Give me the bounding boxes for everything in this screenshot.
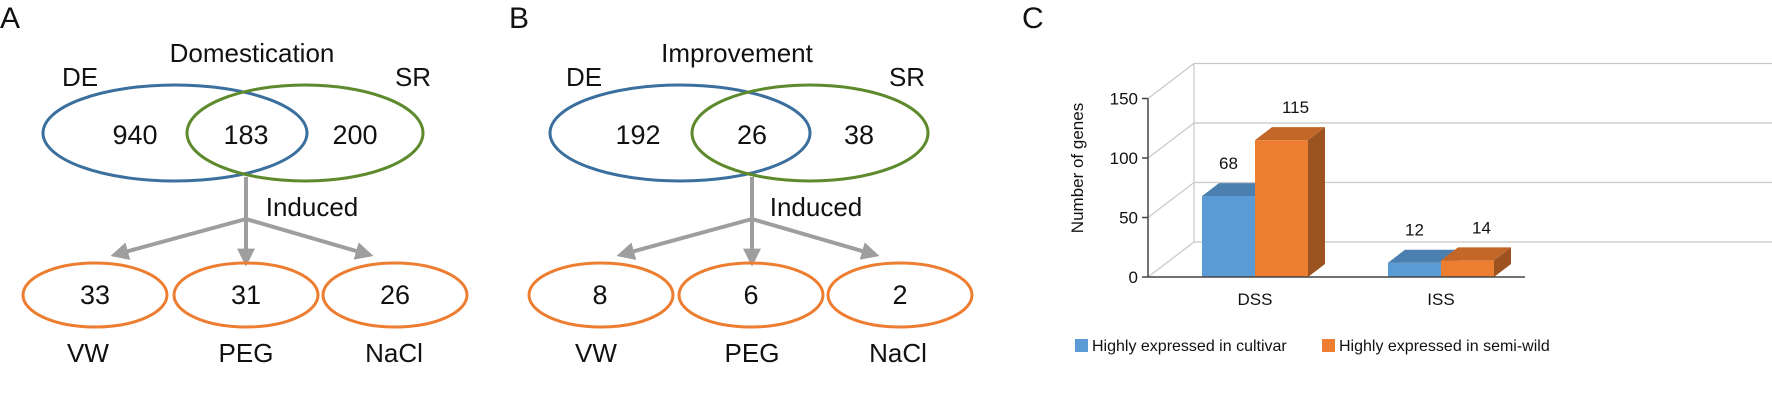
induced-circle-vw <box>527 261 675 329</box>
arrow-to-vw <box>616 217 753 260</box>
induced-circle-peg <box>677 261 825 329</box>
venn-circle-de <box>41 83 309 183</box>
panel-a: A Domestication DE SR 940 183 200 Induce… <box>0 2 469 368</box>
data-label: 12 <box>1405 221 1424 240</box>
y-tick-label: 0 <box>1129 268 1138 287</box>
induced-vw-count: 33 <box>80 280 110 310</box>
venn-right-only-count: 38 <box>844 120 874 150</box>
legend-swatch-cultivar <box>1075 339 1088 352</box>
panel-b: B Improvement DE SR 192 26 38 Induced 8 … <box>509 2 974 368</box>
venn-overlap-count: 26 <box>737 120 767 150</box>
venn-right-label: SR <box>395 62 431 92</box>
condition-label-vw: VW <box>575 338 617 368</box>
induced-label: Induced <box>266 192 359 222</box>
bar-semiwild-dss <box>1255 140 1308 277</box>
induced-circle-peg <box>172 261 320 329</box>
bar-top-face <box>1202 183 1272 197</box>
bar-cultivar-dss <box>1202 196 1255 277</box>
legend-swatch-semiwild <box>1322 339 1335 352</box>
bar-top-face <box>1441 247 1511 261</box>
condition-label-vw: VW <box>67 338 109 368</box>
bar-side-face <box>1308 127 1325 278</box>
induced-peg-count: 6 <box>743 280 758 310</box>
condition-label-nacl: NaCl <box>365 338 423 368</box>
venn-overlap-count: 183 <box>223 120 268 150</box>
venn-left-label: DE <box>62 62 98 92</box>
venn-circle-sr <box>185 83 425 183</box>
condition-label-nacl: NaCl <box>869 338 927 368</box>
induced-circle-nacl <box>321 261 469 329</box>
data-label: 68 <box>1219 154 1238 173</box>
data-label: 115 <box>1282 98 1309 117</box>
venn-circle-de <box>548 83 812 183</box>
venn-right-only-count: 200 <box>332 120 377 150</box>
induced-circle-vw <box>21 261 169 329</box>
panel-letter-c: C <box>1022 2 1044 35</box>
panel-letter-a: A <box>0 2 20 35</box>
condition-label-peg: PEG <box>219 338 274 368</box>
induced-peg-count: 31 <box>231 280 261 310</box>
venn-left-only-count: 940 <box>112 120 157 150</box>
gridline-depth <box>1147 241 1195 278</box>
bar-semiwild-iss <box>1441 260 1494 277</box>
legend-label-semiwild: Highly expressed in semi-wild <box>1339 338 1550 355</box>
bar-top-face <box>1255 127 1325 141</box>
venn-title: Domestication <box>170 38 335 68</box>
venn-right-label: SR <box>889 62 925 92</box>
y-tick-label: 100 <box>1110 149 1138 168</box>
arrow-to-nacl <box>245 217 374 260</box>
chart-legend: Highly expressed in cultivar Highly expre… <box>1075 338 1550 355</box>
induced-circle-nacl <box>826 261 974 329</box>
bar-side-face <box>1494 247 1511 277</box>
gridline-depth <box>1147 182 1195 218</box>
panel-letter-b: B <box>509 2 529 35</box>
venn-circle-sr <box>690 83 930 183</box>
bar-top-face <box>1388 249 1458 263</box>
arrow-to-vw <box>110 217 247 260</box>
data-label: 14 <box>1472 218 1491 237</box>
venn-title: Improvement <box>661 38 813 68</box>
x-tick-label: DSS <box>1238 290 1273 309</box>
y-tick-label: 50 <box>1119 209 1138 228</box>
legend-label-cultivar: Highly expressed in cultivar <box>1092 338 1287 355</box>
arrow-to-nacl <box>751 217 880 260</box>
induced-nacl-count: 2 <box>892 280 907 310</box>
induced-vw-count: 8 <box>592 280 607 310</box>
venn-left-label: DE <box>566 62 602 92</box>
chart-bars: 68 115 12 14 <box>1202 98 1511 278</box>
condition-label-peg: PEG <box>725 338 780 368</box>
induced-nacl-count: 26 <box>380 280 410 310</box>
y-tick-label: 150 <box>1110 90 1138 109</box>
x-tick-label: ISS <box>1427 290 1454 309</box>
y-axis-title: Number of genes <box>1068 103 1087 233</box>
gridline-depth <box>1147 122 1195 159</box>
gridline-depth <box>1147 63 1195 99</box>
induced-label: Induced <box>770 192 863 222</box>
venn-left-only-count: 192 <box>615 120 660 150</box>
bar-cultivar-iss <box>1388 262 1441 277</box>
